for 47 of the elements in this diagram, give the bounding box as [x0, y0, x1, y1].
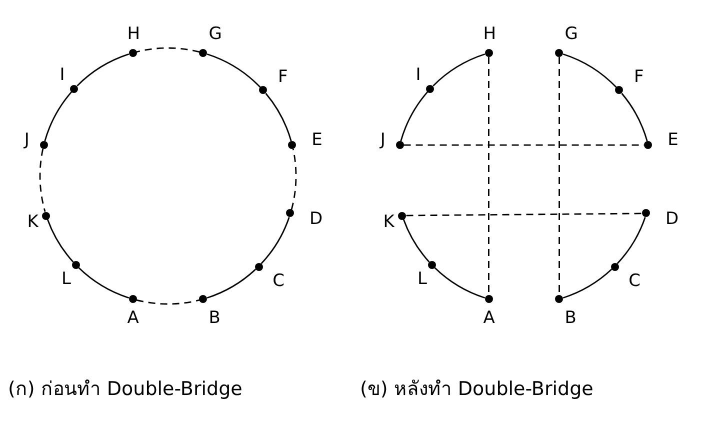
tour-line	[434, 267, 486, 299]
point-label: K	[383, 212, 394, 232]
point-label: J	[380, 130, 386, 150]
tour-line	[78, 267, 130, 299]
point-label: L	[418, 268, 428, 289]
tour-line	[260, 216, 290, 264]
point-label: I	[416, 65, 421, 86]
point-label: D	[310, 209, 323, 230]
point-label: A	[127, 308, 139, 328]
dashed-line	[39, 148, 46, 212]
tour-line	[206, 53, 261, 88]
tour-line	[562, 53, 617, 88]
point-label: B	[208, 308, 220, 328]
tour-line	[402, 219, 430, 262]
tour-line	[432, 53, 486, 86]
tour-line	[562, 268, 612, 299]
tour-line	[76, 53, 130, 86]
point-label: J	[24, 130, 30, 150]
tour-line	[621, 92, 648, 142]
point-label: I	[60, 65, 65, 86]
point-label: H	[483, 24, 496, 44]
figure-caption: (ก) ก่อนทำ Double-Bridge	[8, 377, 242, 401]
tour-line	[265, 92, 292, 142]
dashed-line	[406, 212, 642, 216]
tour-line	[46, 219, 74, 262]
dashed-line	[136, 47, 200, 53]
tour-line	[400, 91, 428, 142]
point-label: D	[666, 209, 679, 230]
point-label: G	[564, 24, 578, 44]
tour-line	[206, 268, 256, 299]
point-label: L	[62, 268, 72, 289]
dashed-line	[136, 299, 200, 305]
point-label: F	[278, 66, 288, 87]
point-label: K	[27, 212, 38, 232]
point-label: F	[634, 66, 644, 87]
dashed-line	[290, 148, 297, 210]
point-label: B	[564, 308, 576, 328]
tour-line	[44, 91, 72, 142]
point-label: H	[127, 24, 140, 44]
point-label: G	[208, 24, 222, 44]
point-label: C	[628, 270, 641, 291]
point-label: E	[668, 130, 678, 150]
figure-caption: (ข) หลังทำ Double-Bridge	[360, 377, 594, 401]
point-label: C	[272, 270, 285, 291]
point-label: E	[312, 130, 322, 150]
tour-line	[616, 216, 646, 264]
point-label: A	[483, 308, 495, 328]
